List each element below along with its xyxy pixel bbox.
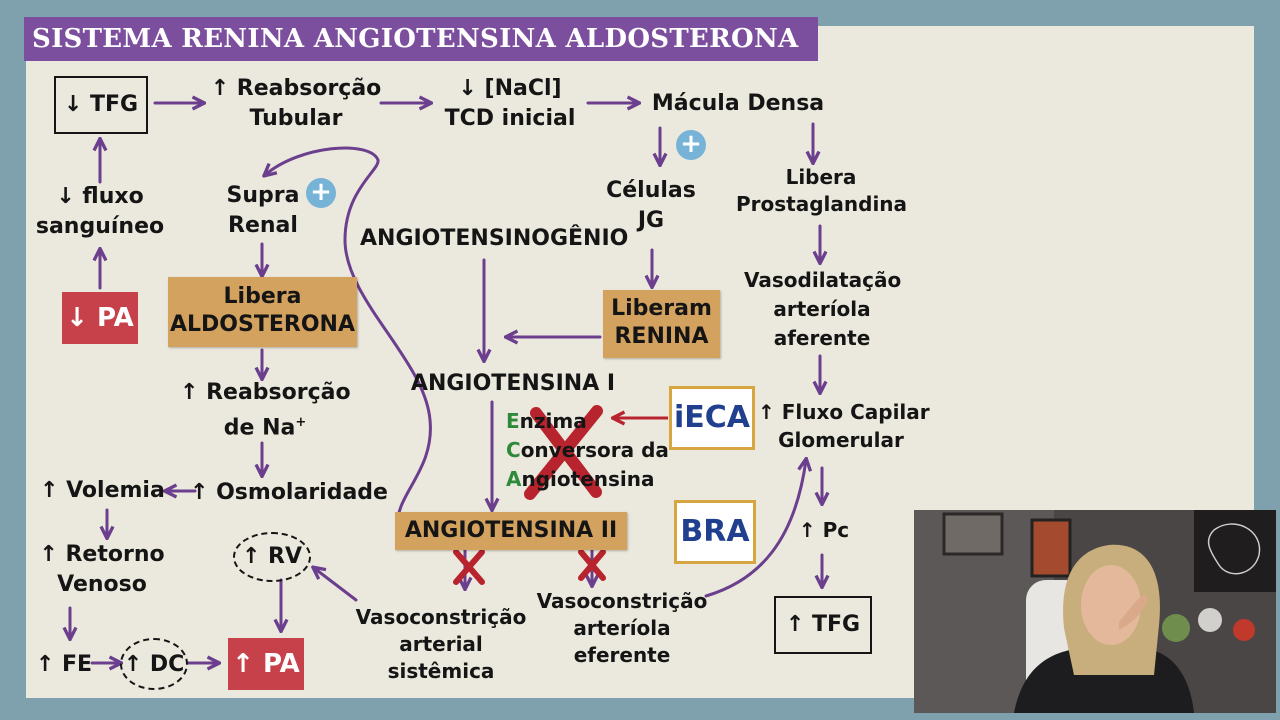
libera-prostaglandina: Libera Prostaglandina [736, 164, 908, 218]
reabsorcao-tubular-line1: ↑ Reabsorção [210, 76, 382, 101]
vasodilatacao-aferente: Vasodilatação arteríola aferente [744, 266, 902, 353]
aldosterona-line1: Libera [223, 284, 302, 309]
vaso-sist-line1: Vasoconstrição [355, 605, 527, 629]
vasoconstricao-sistemica: Vasoconstrição arterial sistêmica [346, 604, 536, 685]
vaso-ef-line2: arteríola [573, 616, 671, 640]
na-plus-sup: + [295, 415, 307, 430]
fluxo-capilar: ↑ Fluxo Capilar Glomerular [758, 398, 930, 454]
webcam-overlay [914, 510, 1276, 713]
eca-letter-c: C [506, 438, 521, 462]
fluxo-capilar-line2: Glomerular [778, 428, 904, 452]
eca-rest-a: ngiotensina [521, 467, 655, 491]
retorno-venoso: ↑ Retorno Venoso [36, 540, 168, 600]
eca-rest-c: onversora da [520, 438, 669, 462]
aldosterona-line2: ALDOSTERONA [170, 312, 355, 337]
angiotensina-ii-box: ANGIOTENSINA II [395, 512, 627, 550]
bra-block-x-right [578, 549, 606, 581]
supra-line2: Renal [228, 213, 298, 238]
arrow-eferente-to-fluxo-capilar [704, 460, 806, 598]
volemia: ↑ Volemia [40, 478, 165, 503]
vaso-ef-line1: Vasoconstrição [536, 589, 708, 613]
vaso-ef-line3: eferente [573, 643, 671, 667]
eca-rest-e: nzima [519, 409, 587, 433]
fe: ↑ FE [35, 652, 93, 677]
supra-renal: Supra Renal [222, 181, 304, 241]
celulas-line2: JG [637, 208, 665, 233]
bra-block-x-left [453, 549, 485, 585]
eca-line-c: Conversora da [506, 436, 669, 465]
pc: ↑ Pc [798, 518, 850, 542]
eca-line-e: Enzima [506, 407, 669, 436]
bra-badge: BRA [674, 500, 756, 564]
supra-line1: Supra [226, 183, 300, 208]
liberam-renina-box: Liberam RENINA [603, 290, 720, 358]
angiotensinogenio: ANGIOTENSINOGÊNIO [360, 226, 629, 251]
eca-block-x [524, 405, 603, 500]
nacl-line1: ↓ [NaCl] [458, 76, 562, 101]
pa-up-box: ↑ PA [228, 638, 304, 690]
retorno-line2: Venoso [57, 572, 147, 597]
retorno-line1: ↑ Retorno [39, 542, 165, 567]
reabsorcao-na-line1: ↑ Reabsorção [180, 380, 351, 405]
nacl-line2: TCD inicial [444, 106, 576, 131]
fluxo-line2: sanguíneo [35, 214, 165, 239]
nacl-tcd: ↓ [NaCl] TCD inicial [440, 74, 580, 134]
renina-line2: RENINA [614, 324, 709, 349]
libera-aldosterona-box: Libera ALDOSTERONA [168, 277, 357, 347]
eca-letter-e: E [506, 409, 520, 433]
eca-label: Enzima Conversora da Angiotensina [506, 407, 669, 494]
fluxo-sanguineo: ↓ fluxo sanguíneo [30, 182, 170, 242]
osmolaridade: ↑ Osmolaridade [190, 480, 388, 505]
webcam-scene [914, 510, 1276, 713]
prostaglandina-line1: Libera [785, 165, 857, 189]
reabsorcao-tubular-line2: Tubular [249, 106, 343, 131]
reabsorcao-na-line2: de Na+ [180, 408, 350, 443]
reabsorcao-tubular: ↑ Reabsorção Tubular [206, 74, 386, 134]
eca-line-a: Angiotensina [506, 465, 669, 494]
plus-icon-supra: + [306, 178, 336, 208]
angiotensina-i: ANGIOTENSINA I [410, 371, 616, 396]
macula-densa: Mácula Densa [651, 91, 825, 116]
arrow-vaso-to-rv [314, 568, 358, 602]
rv-dashed-circle [233, 532, 311, 582]
reabsorcao-na-text: de Na [223, 415, 296, 441]
rv: ↑ RV [241, 544, 303, 569]
plus-icon-macula: + [676, 130, 706, 160]
fluxo-capilar-line1: ↑ Fluxo Capilar [758, 400, 930, 424]
tfg-down-box: ↓ TFG [54, 76, 148, 134]
vasodilatacao-line1: Vasodilatação [744, 268, 902, 292]
fluxo-line1: ↓ fluxo [56, 184, 144, 209]
diagram-title: SISTEMA RENINA ANGIOTENSINA ALDOSTERONA [24, 17, 818, 61]
dc: ↑ DC [123, 652, 185, 677]
dc-dashed-circle [120, 638, 188, 690]
pa-down-box: ↓ PA [62, 292, 138, 344]
vasodilatacao-line2: arteríola [773, 297, 871, 321]
ieca-badge: iECA [669, 386, 755, 450]
arrow-ang2-to-supra-renal [265, 146, 432, 527]
prostaglandina-line2: Prostaglandina [736, 192, 908, 216]
celulas-line1: Células [606, 178, 696, 203]
tfg-up-box: ↑ TFG [774, 596, 872, 654]
eca-letter-a: A [506, 467, 522, 491]
celulas-jg: Células JG [606, 176, 696, 236]
vasoconstricao-eferente: Vasoconstrição arteríola eferente [536, 588, 708, 669]
vaso-sist-line2: arterial [399, 632, 483, 656]
vasodilatacao-line3: aferente [773, 326, 871, 350]
reabsorcao-na: ↑ Reabsorção de Na+ [180, 378, 351, 443]
vaso-sist-line3: sistêmica [387, 659, 495, 683]
renina-line1: Liberam [611, 296, 712, 321]
